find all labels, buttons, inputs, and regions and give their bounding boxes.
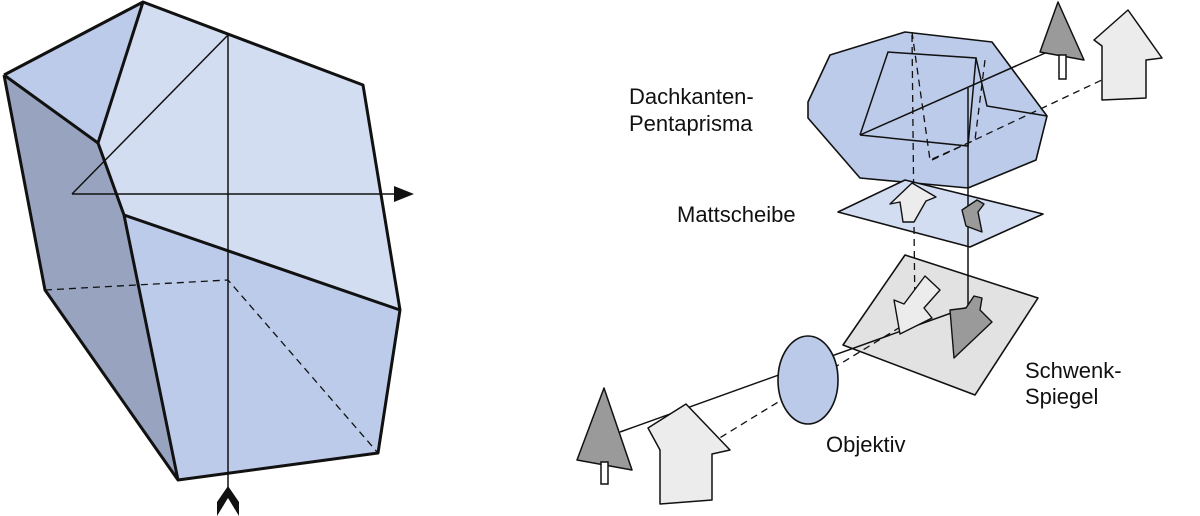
prism-top-face <box>98 2 400 310</box>
roof-pentaprism <box>807 31 1048 189</box>
pentaprism-solid <box>2 0 414 516</box>
object-arrow-light-icon <box>647 403 731 505</box>
label-objective: Objektiv <box>826 432 905 457</box>
ray-arrowhead-right-icon <box>394 186 414 202</box>
label-pentaprism-line1: Dachkanten- <box>629 84 754 109</box>
mirror-image-arrow-gray-icon <box>949 295 993 359</box>
ray-entry-arrow-icon <box>217 486 239 516</box>
objective-lens <box>777 335 839 425</box>
label-mirror-line2: Spiegel <box>1025 384 1098 409</box>
screen-image-arrow-light-icon <box>889 182 937 223</box>
label-pentaprism-line2: Pentaprisma <box>629 111 753 136</box>
mirror-image-arrow-light-icon <box>893 275 941 335</box>
prism-bottom-face <box>124 215 400 480</box>
label-focusing-screen: Mattscheibe <box>677 202 796 227</box>
swivel-mirror <box>842 254 1039 396</box>
label-mirror-line1: Schwenk- <box>1025 358 1122 383</box>
screen-image-arrow-gray-icon <box>961 199 985 233</box>
focusing-screen <box>837 179 1044 248</box>
slr-viewfinder-schematic <box>576 1 1163 505</box>
object-tree-gray-icon <box>576 387 633 485</box>
viewfinder-tree-gray-icon <box>1039 1 1085 80</box>
prism-left-face <box>4 75 178 480</box>
viewfinder-arrow-light-icon <box>1093 9 1163 101</box>
